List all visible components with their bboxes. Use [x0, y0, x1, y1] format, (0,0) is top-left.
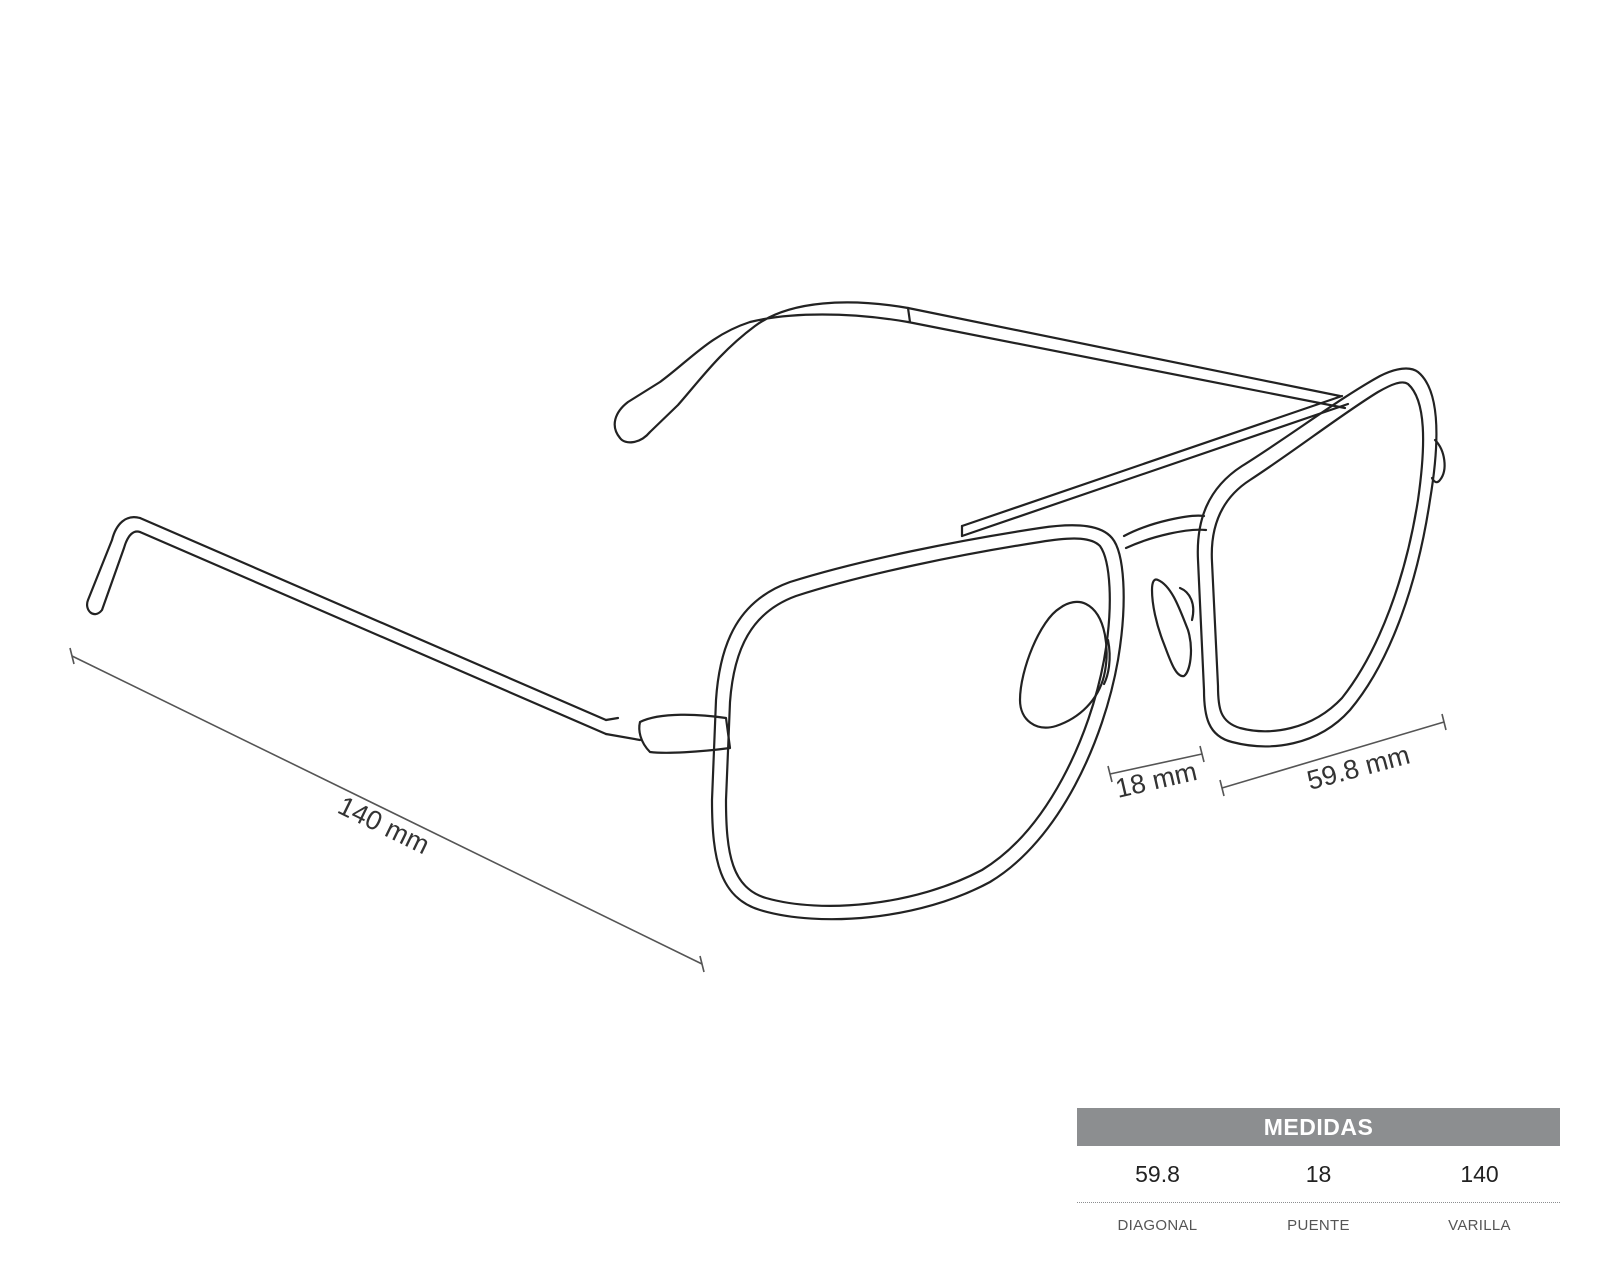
- measurements-table: MEDIDAS 59.8 18 140 DIAGONAL PUENTE VARI…: [1077, 1108, 1560, 1247]
- temple-value: 140: [1460, 1160, 1499, 1187]
- dimension-temple: 140 mm: [69, 647, 705, 973]
- measurements-labels-row: DIAGONAL PUENTE VARILLA: [1077, 1203, 1560, 1247]
- far-temple: [613, 301, 1446, 484]
- measurements-values-row: 59.8 18 140: [1077, 1146, 1560, 1203]
- bridge-label: PUENTE: [1287, 1216, 1350, 1234]
- near-temple: [86, 516, 642, 742]
- bridge: [1122, 514, 1208, 550]
- measurements-title: MEDIDAS: [1077, 1108, 1560, 1146]
- right-lens-rim: [1196, 367, 1438, 748]
- left-lens-rim: [710, 524, 1125, 921]
- diagonal-value: 59.8: [1135, 1160, 1180, 1187]
- hinge: [638, 713, 732, 754]
- dim-label-temple: 140 mm: [333, 790, 434, 860]
- top-bar: [960, 394, 1350, 538]
- temple-label: VARILLA: [1448, 1216, 1511, 1234]
- glasses-drawing: [86, 301, 1446, 921]
- dimension-bridge: 18 mm: [1107, 745, 1205, 804]
- diagonal-label: DIAGONAL: [1117, 1216, 1198, 1234]
- bridge-value: 18: [1305, 1160, 1332, 1187]
- nose-pads: [1018, 578, 1195, 729]
